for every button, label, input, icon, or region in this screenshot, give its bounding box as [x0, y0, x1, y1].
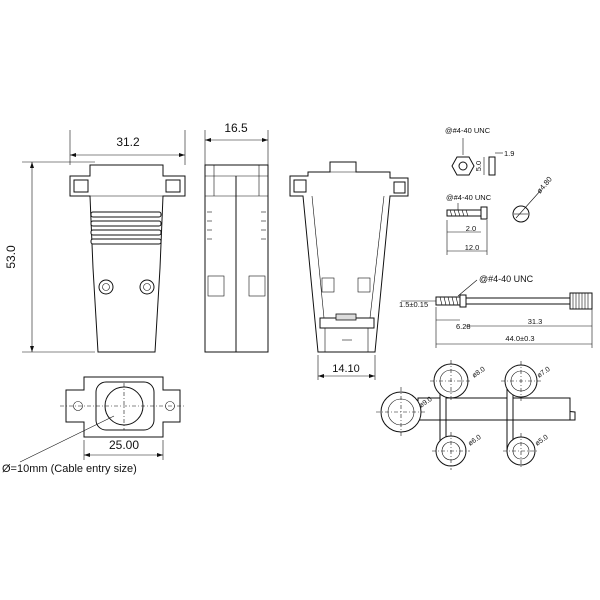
- grommet-6-label: ø6.0: [467, 434, 483, 448]
- long-screw-collar-label: 1.5±0.15: [399, 300, 428, 309]
- end-view-width-label: 25.00: [109, 438, 139, 452]
- front-view: 31.2 53.0: [4, 130, 186, 353]
- side-view: 16.5: [204, 121, 269, 353]
- hex-nut: @#4-40 UNC 5.0 1.9: [445, 126, 514, 176]
- grommet-7-label: ø7.0: [536, 366, 552, 380]
- long-screw-body-label: 31.3: [528, 317, 543, 326]
- long-screw-total-label: 44.0±0.3: [505, 334, 534, 343]
- screw-thread-label: @#4-40 UNC: [446, 193, 492, 202]
- long-screw-thread-label: @#4-40 UNC: [479, 274, 534, 284]
- end-view: 25.00 Ø=10mm (Cable entry size): [2, 376, 186, 475]
- grommet-tree: ø9.0 ø8.0 ø7.0 ø6.0 ø5.0: [376, 360, 576, 470]
- long-screw-tip-label: 6.28: [456, 322, 471, 331]
- height-label: 53.0: [4, 245, 18, 269]
- long-screw: @#4-40 UNC 1.5±0.15 6.28 31.3 44.0±0.3: [399, 274, 593, 348]
- nut-thread-label: @#4-40 UNC: [445, 126, 491, 135]
- section-bottom-width-label: 14.10: [332, 363, 360, 375]
- grommet-5-label: ø5.0: [534, 434, 550, 448]
- short-screw: @#4-40 UNC 2.0 12.0 ø4.80: [446, 175, 554, 255]
- side-width-label: 16.5: [224, 121, 248, 135]
- screw-len-label: 12.0: [465, 243, 480, 252]
- cable-entry-label: Ø=10mm (Cable entry size): [2, 463, 137, 475]
- front-width-label: 31.2: [116, 135, 140, 149]
- grommet-8-label: ø8.0: [471, 366, 487, 380]
- screw-head-dia-label: ø4.80: [535, 175, 554, 195]
- section-view: 14.10: [289, 161, 409, 380]
- screw-thread-len-label: 2.0: [466, 224, 476, 233]
- nut-thickness-label: 1.9: [504, 149, 514, 158]
- nut-height-label: 5.0: [474, 161, 483, 171]
